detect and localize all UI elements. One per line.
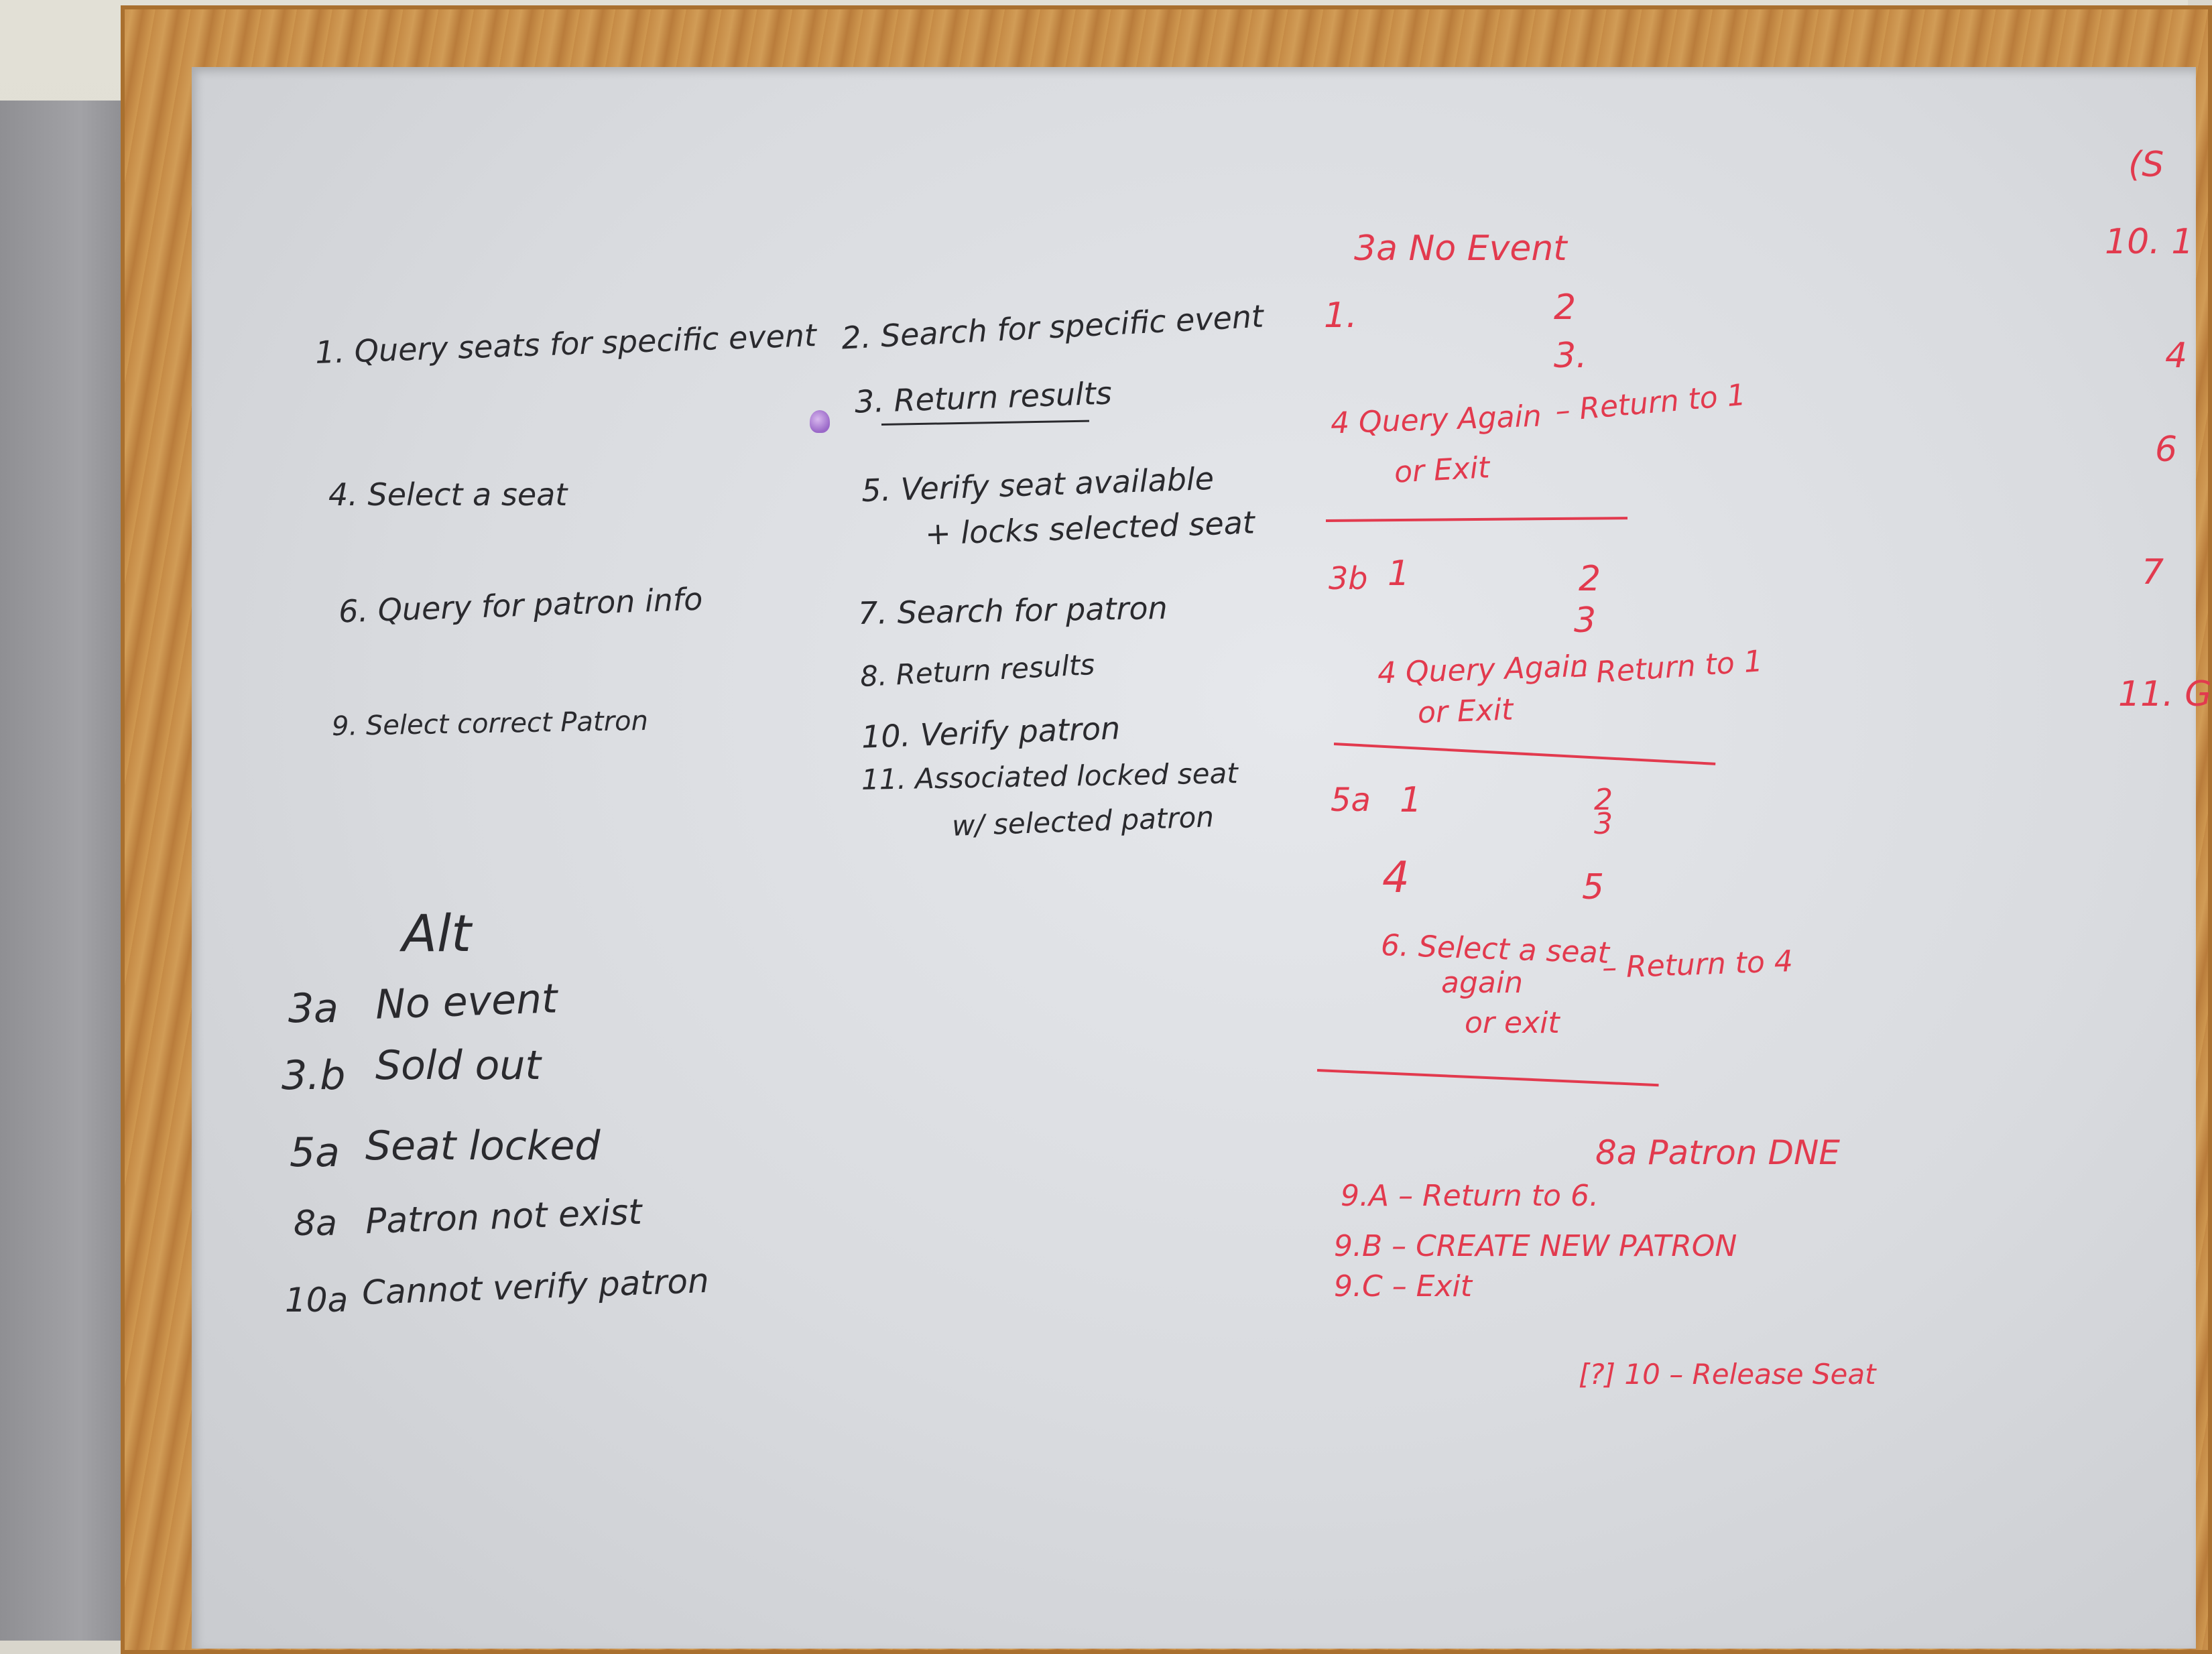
section-5a-action: 6. Select a seat xyxy=(1380,928,1610,970)
right-edge-11: 11. G xyxy=(2118,674,2212,714)
right-edge-7: 7 xyxy=(2142,552,2164,592)
section-3b-n3: 3 xyxy=(1574,600,1597,641)
section-5a-action-cont2: or exit xyxy=(1465,1006,1560,1040)
section-5a-code: 5a xyxy=(1331,781,1371,819)
door-edge xyxy=(0,101,134,1641)
alt-label-sold-out: Sold out xyxy=(375,1042,541,1089)
section-8a-note: [?] 10 – Release Seat xyxy=(1579,1358,1876,1391)
section-3a-n3: 3. xyxy=(1554,336,1587,376)
step-7: 7. Search for patron xyxy=(857,589,1168,632)
right-edge-10: 10. 1 xyxy=(2105,222,2194,262)
alt-label-patron-not-exist: Patron not exist xyxy=(365,1192,643,1243)
section-3b-n1: 1 xyxy=(1388,554,1410,594)
section-8a-title: 8a Patron DNE xyxy=(1595,1133,1840,1172)
alt-code-5a: 5a xyxy=(290,1129,340,1176)
section-3a-title: 3a No Event xyxy=(1354,229,1567,269)
step-11: 11. Associated locked seat xyxy=(861,757,1239,796)
section-8a-opt-a: 9.A – Return to 6. xyxy=(1341,1179,1599,1213)
alt-code-3b: 3.b xyxy=(282,1052,346,1099)
alt-code-3a: 3a xyxy=(288,985,339,1032)
alt-heading: Alt xyxy=(402,903,471,963)
section-3b-n2: 2 xyxy=(1579,559,1601,599)
section-5a-action-cont: again xyxy=(1441,966,1523,1000)
section-3a-n1: 1. xyxy=(1324,296,1357,336)
section-5a-n3: 3 xyxy=(1594,807,1613,841)
step-3: 3. Return results xyxy=(854,375,1113,420)
section-3a-action-cont: or Exit xyxy=(1393,450,1491,490)
step-10: 10. Verify patron xyxy=(861,710,1121,755)
whiteboard-surface xyxy=(192,67,2196,1649)
right-edge-4: 4 xyxy=(2165,336,2188,376)
step-9: 9. Select correct Patron xyxy=(331,705,649,743)
alt-code-8a: 8a xyxy=(294,1204,337,1244)
step-4: 4. Select a seat xyxy=(328,476,568,513)
right-edge-paren: (S xyxy=(2128,145,2164,185)
section-8a-opt-b: 9.B – CREATE NEW PATRON xyxy=(1334,1229,1737,1263)
alt-label-seat-locked: Seat locked xyxy=(365,1123,601,1169)
section-5a-result: – Return to 4 xyxy=(1601,944,1794,985)
section-3a-action: 4 Query Again xyxy=(1330,399,1542,441)
section-5a-n2: 2 xyxy=(1594,783,1613,817)
alt-label-no-event: No event xyxy=(374,975,558,1029)
right-edge-6: 6 xyxy=(2155,430,2178,470)
section-5a-n4: 4 xyxy=(1382,853,1410,903)
section-3b-action-cont: or Exit xyxy=(1417,692,1514,730)
section-3a-n2: 2 xyxy=(1554,288,1577,328)
magnet-icon xyxy=(810,410,830,433)
section-3b-code: 3b xyxy=(1329,560,1368,596)
section-5a-n1: 1 xyxy=(1400,780,1422,820)
section-8a-opt-c: 9.C – Exit xyxy=(1334,1269,1472,1303)
section-5a-n5: 5 xyxy=(1582,867,1605,907)
alt-code-10a: 10a xyxy=(285,1281,349,1320)
section-3b-action: 4 Query Again xyxy=(1377,649,1589,691)
